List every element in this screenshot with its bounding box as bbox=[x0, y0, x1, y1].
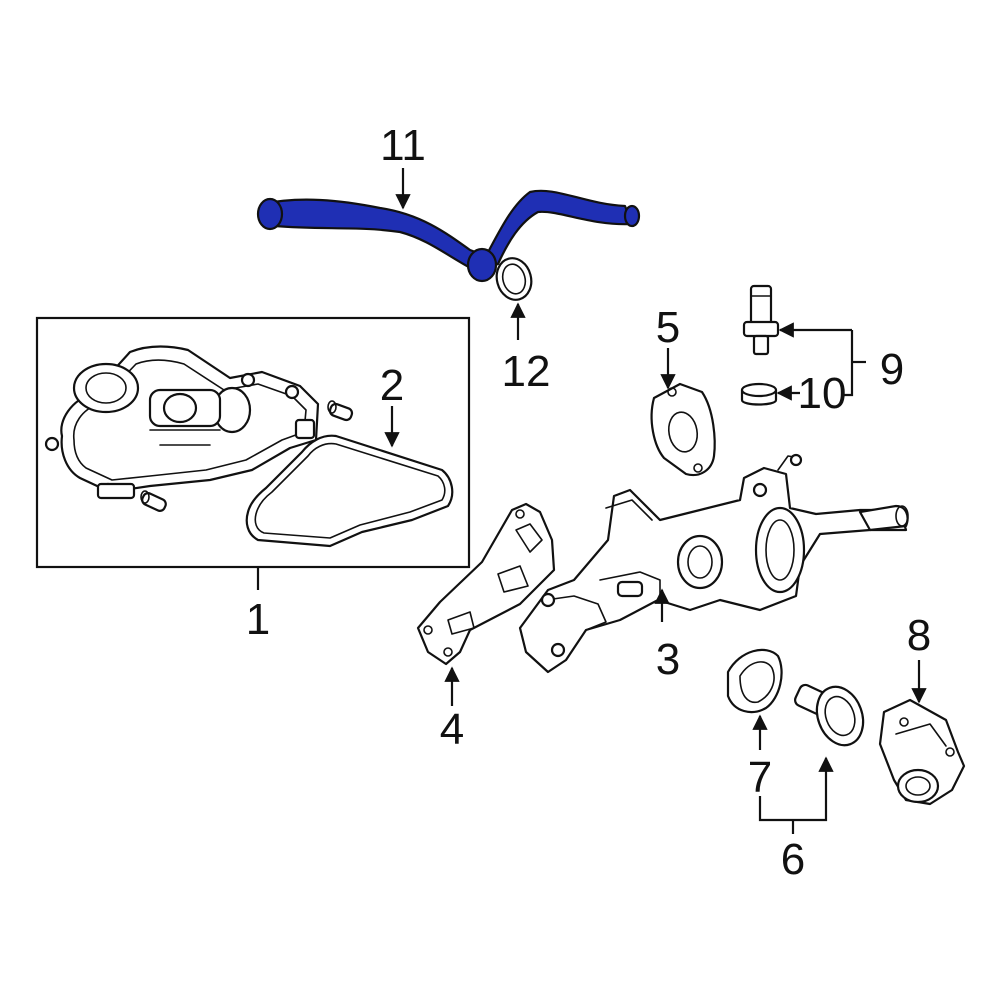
pipe-joint-flange bbox=[466, 247, 498, 283]
callout-1: 1 bbox=[246, 595, 270, 644]
housing-gasket-part-4[interactable] bbox=[416, 502, 556, 666]
thermostat-cover-part-8[interactable] bbox=[878, 698, 966, 806]
dowel-pin bbox=[140, 490, 167, 512]
callout-2: 2 bbox=[380, 361, 404, 410]
callout-12: 12 bbox=[502, 347, 551, 396]
water-pump-assembly-box bbox=[35, 316, 471, 569]
callout-4: 4 bbox=[440, 705, 464, 754]
callout-5: 5 bbox=[656, 303, 680, 352]
callout-11: 11 bbox=[380, 121, 426, 170]
leader-lines bbox=[256, 168, 927, 834]
callout-9: 9 bbox=[880, 345, 904, 394]
callout-3: 3 bbox=[656, 635, 680, 684]
callout-7: 7 bbox=[748, 753, 772, 802]
pipe-right-end bbox=[623, 204, 641, 228]
callout-8: 8 bbox=[907, 611, 931, 660]
thermostat-part-6[interactable] bbox=[793, 680, 871, 751]
pipe-body bbox=[260, 189, 634, 274]
temperature-sensor-part-9[interactable] bbox=[742, 284, 780, 356]
water-pump-part-1[interactable] bbox=[44, 345, 320, 500]
gasket-part-5[interactable] bbox=[650, 382, 716, 477]
dowel-pin bbox=[327, 400, 354, 422]
pipe-left-end bbox=[256, 197, 284, 231]
thermostat-seal-part-7[interactable] bbox=[726, 648, 783, 714]
water-pump-gasket-part-2[interactable] bbox=[245, 434, 454, 548]
sealing-washer-part-10[interactable] bbox=[740, 382, 778, 406]
thermostat-housing-part-3[interactable] bbox=[518, 453, 909, 674]
callout-6: 6 bbox=[781, 835, 805, 884]
coolant-pipe-part-11[interactable] bbox=[256, 189, 641, 283]
o-ring-part-12[interactable] bbox=[492, 254, 536, 303]
callout-10: 10 bbox=[798, 369, 847, 418]
callout-labels: 11 12 2 1 5 9 10 3 4 8 7 6 bbox=[246, 121, 931, 884]
